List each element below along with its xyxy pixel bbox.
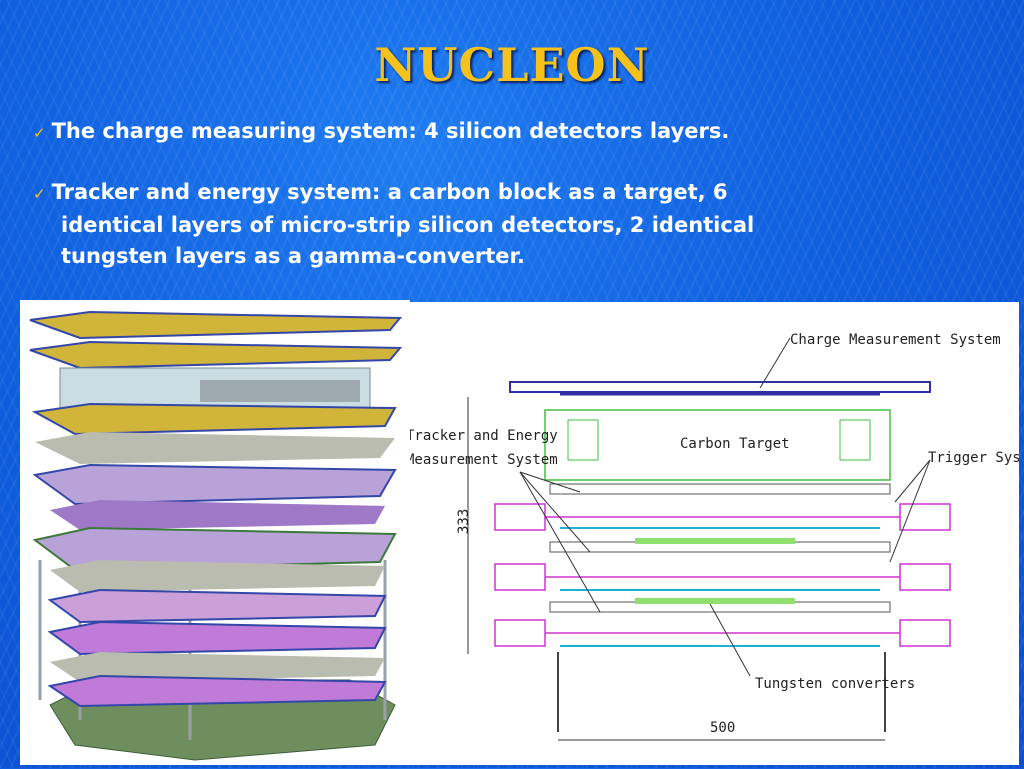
label-charge-measurement: Charge Measurement System [790,332,1001,348]
bullet-tracker-system: ✓ Tracker and energy system: a carbon blo… [33,177,754,272]
detector-schematic: Charge Measurement System Carbon Target … [406,302,1024,765]
label-tracker-2: Measurement System [410,452,558,468]
label-tungsten-converters: Tungsten converters [755,676,915,692]
bullet-line: The charge measuring system: 4 silicon d… [51,119,730,143]
label-trigger-system: Trigger System [928,450,1019,466]
detector-schematic-svg: Charge Measurement System Carbon Target … [406,332,1024,741]
detector-3d-illustration [20,300,410,765]
label-height-dimension: 333 [456,509,472,534]
check-icon: ✓ [33,185,46,203]
slide-title: NUCLEON [374,38,650,92]
bullet-line: Tracker and energy system: a carbon bloc… [51,180,728,204]
label-tracker-1: Tracker and Energy [410,428,558,444]
bullet-line: identical layers of micro-strip silicon … [61,213,755,237]
label-carbon-target: Carbon Target [680,436,790,452]
label-width-dimension: 500 [710,720,735,736]
detector-3d-svg [29,310,403,761]
check-icon: ✓ [33,124,46,142]
bullet-line: tungsten layers as a gamma-converter. [61,244,525,268]
bullet-charge-system: ✓ The charge measuring system: 4 silicon … [33,116,729,149]
